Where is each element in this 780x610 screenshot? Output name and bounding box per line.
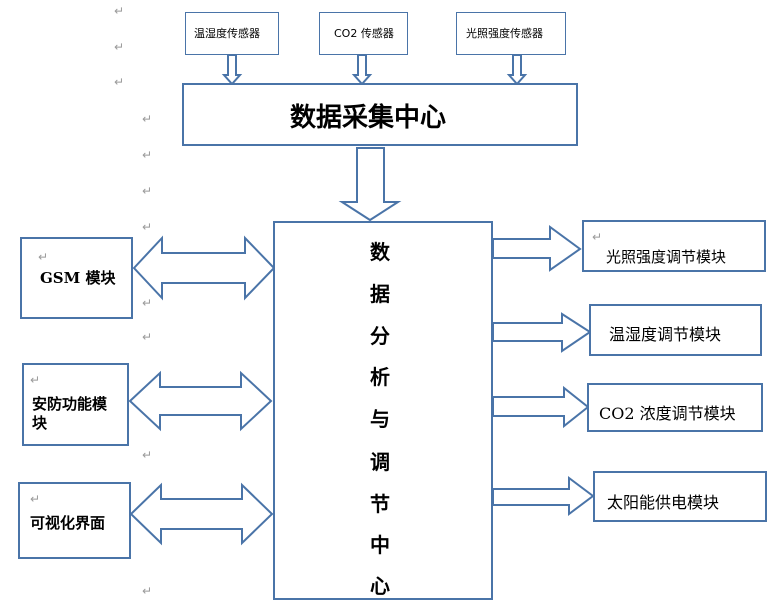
co2-adjust-module-box: CO2 浓度调节模块 bbox=[587, 383, 763, 432]
analysis-center-char-4: 析 bbox=[370, 365, 390, 389]
paragraph-mark: ↵ bbox=[142, 296, 153, 310]
paragraph-mark: ↵ bbox=[38, 250, 49, 264]
gsm-module-box: GSM 模块 bbox=[20, 237, 133, 319]
paragraph-mark: ↵ bbox=[114, 75, 125, 89]
paragraph-mark: ↵ bbox=[114, 4, 125, 18]
analysis-center-char-8: 中 bbox=[370, 533, 390, 557]
arrow-to-light-adjust bbox=[492, 225, 582, 272]
analysis-center-char-5: 与 bbox=[370, 407, 390, 431]
solar-power-module-label: 太阳能供电模块 bbox=[607, 493, 720, 512]
paragraph-mark: ↵ bbox=[30, 492, 41, 506]
paragraph-mark: ↵ bbox=[142, 584, 153, 598]
analysis-center-char-9: 心 bbox=[370, 574, 390, 598]
temp-humidity-sensor-box: 温湿度传感器 bbox=[185, 12, 279, 55]
paragraph-mark: ↵ bbox=[592, 230, 603, 244]
paragraph-mark: ↵ bbox=[30, 373, 41, 387]
arrow-gsm-bidirectional bbox=[132, 235, 276, 301]
arrow-to-co2-adjust bbox=[492, 385, 590, 429]
security-module-label-line2: 块 bbox=[32, 414, 48, 432]
co2-adjust-module-label: CO2 浓度调节模块 bbox=[599, 404, 736, 423]
solar-power-module-box: 太阳能供电模块 bbox=[593, 471, 767, 522]
light-sensor-box: 光照强度传感器 bbox=[456, 12, 566, 55]
paragraph-mark: ↵ bbox=[142, 112, 153, 126]
visual-interface-box: 可视化界面 bbox=[18, 482, 131, 559]
temp-humidity-adjust-module-label: 温湿度调节模块 bbox=[609, 325, 722, 344]
arrow-to-temp-adjust bbox=[492, 312, 592, 353]
paragraph-mark: ↵ bbox=[142, 448, 153, 462]
gsm-module-label: GSM 模块 bbox=[40, 269, 116, 287]
co2-sensor-box: CO2 传感器 bbox=[319, 12, 408, 55]
analysis-center-char-7: 节 bbox=[370, 492, 390, 516]
paragraph-mark: ↵ bbox=[142, 220, 153, 234]
arrow-to-solar bbox=[492, 476, 595, 516]
arrow-collection-to-analysis bbox=[338, 147, 402, 222]
security-module-box: 安防功能模 块 bbox=[22, 363, 129, 446]
visual-interface-label: 可视化界面 bbox=[30, 514, 106, 532]
paragraph-mark: ↵ bbox=[114, 40, 125, 54]
light-sensor-label: 光照强度传感器 bbox=[466, 27, 543, 40]
arrow-co2-sensor-down bbox=[351, 54, 373, 86]
arrow-light-sensor-down bbox=[506, 54, 528, 86]
arrow-temp-sensor-down bbox=[221, 54, 243, 86]
light-adjust-module-label: 光照强度调节模块 bbox=[606, 248, 727, 266]
analysis-center-char-2: 据 bbox=[370, 282, 390, 306]
analysis-adjustment-center-box bbox=[273, 221, 493, 600]
temp-humidity-sensor-label: 温湿度传感器 bbox=[194, 27, 260, 40]
analysis-center-char-1: 数 bbox=[370, 240, 390, 264]
analysis-center-char-3: 分 bbox=[370, 324, 390, 348]
co2-sensor-label: CO2 传感器 bbox=[334, 27, 394, 40]
arrow-visual-bidirectional bbox=[129, 482, 274, 546]
paragraph-mark: ↵ bbox=[142, 148, 153, 162]
analysis-center-char-6: 调 bbox=[370, 450, 390, 474]
data-collection-center-box: 数据采集中心 bbox=[182, 83, 578, 146]
paragraph-mark: ↵ bbox=[142, 330, 153, 344]
arrow-security-bidirectional bbox=[128, 370, 273, 432]
security-module-label-line1: 安防功能模 bbox=[32, 395, 108, 413]
light-adjust-module-box: 光照强度调节模块 bbox=[582, 220, 766, 272]
paragraph-mark: ↵ bbox=[142, 184, 153, 198]
data-collection-center-label: 数据采集中心 bbox=[290, 103, 447, 133]
temp-humidity-adjust-module-box: 温湿度调节模块 bbox=[589, 304, 762, 356]
